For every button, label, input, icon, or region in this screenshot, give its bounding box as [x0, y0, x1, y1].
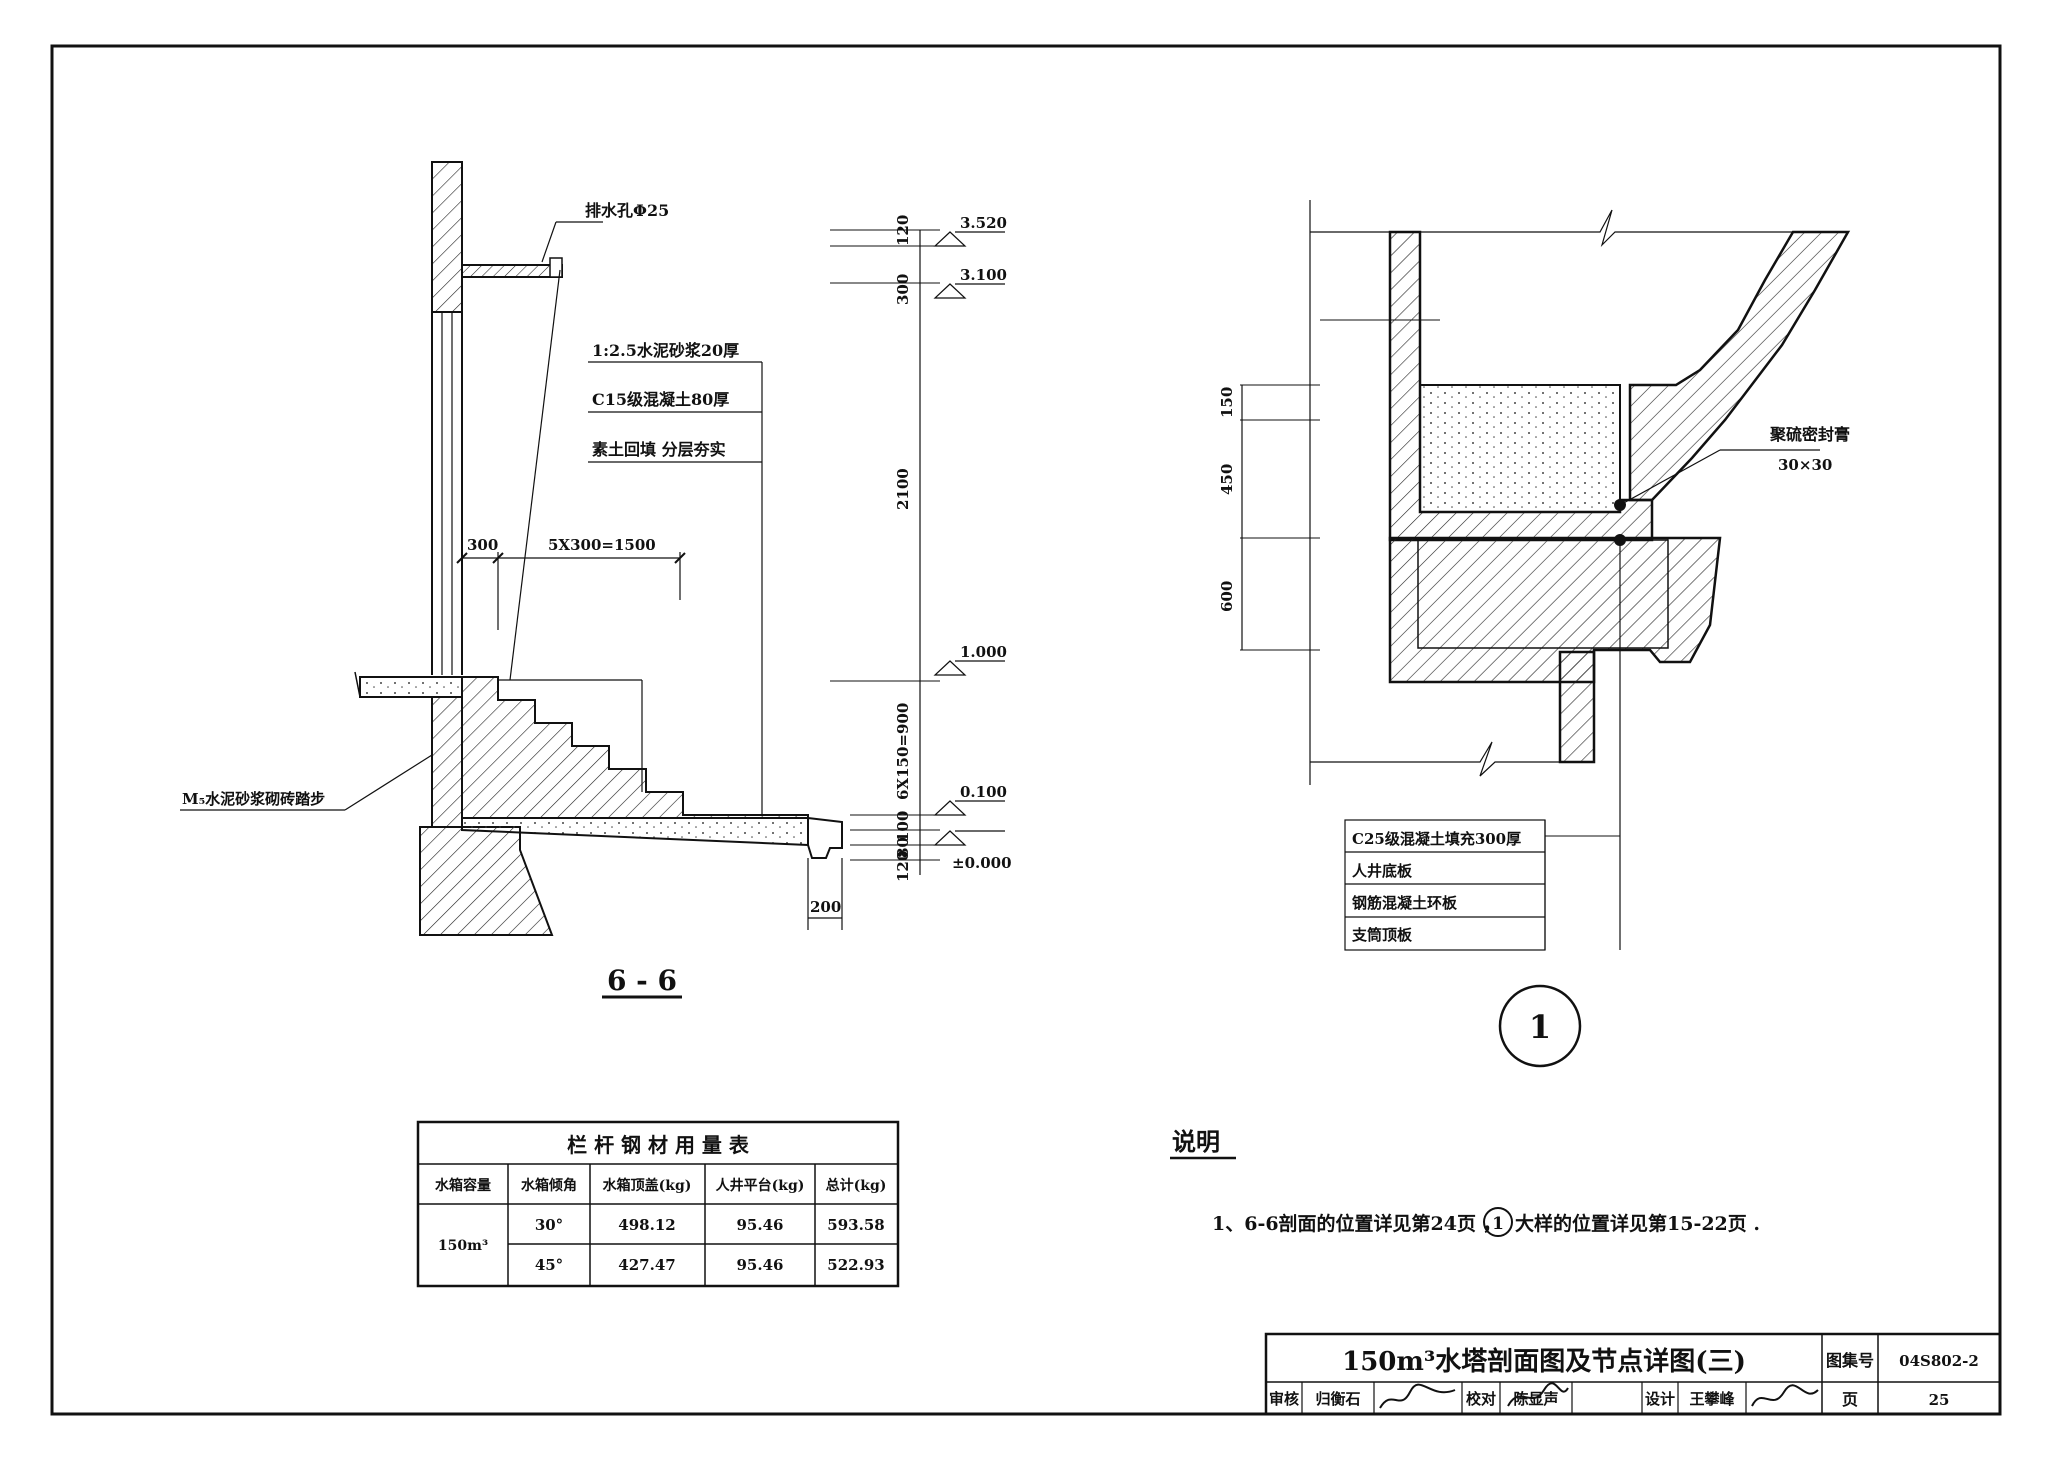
table-row2-total: 522.93 — [827, 1256, 884, 1274]
vdim-2100: 2100 — [894, 468, 912, 510]
table-title: 栏 杆 钢 材 用 量 表 — [567, 1133, 750, 1157]
label-layer-mortar: 1:2.5水泥砂浆20厚 — [592, 341, 739, 360]
design-name: 王攀峰 — [1689, 1390, 1735, 1408]
label-sealant-size: 30×30 — [1778, 456, 1832, 474]
sheet-border — [50, 44, 2002, 1416]
table-header-roof: 水箱顶盖(kg) — [603, 1177, 692, 1194]
notes-line-marker: 1 — [1492, 1214, 1504, 1234]
page-number: 25 — [1929, 1391, 1950, 1409]
table-row1-total: 593.58 — [827, 1216, 884, 1234]
d1-layer-manhole-slab: 人井底板 — [1352, 862, 1413, 880]
label-drain-hole: 排水孔Φ25 — [585, 201, 669, 220]
check-name: 陈显声 — [1513, 1390, 1558, 1408]
atlas-label: 图集号 — [1826, 1351, 1874, 1370]
d1-layer-tube-top: 支筒顶板 — [1351, 926, 1413, 944]
sheet-title: 150m³水塔剖面图及节点详图(三) — [1342, 1346, 1746, 1377]
d1-vdim-150: 150 — [1218, 387, 1236, 418]
table-capacity-cell: 150m³ — [438, 1238, 488, 1254]
dim-steps: 5X300=1500 — [548, 536, 656, 554]
section-title: 6 - 6 — [607, 964, 677, 997]
atlas-number: 04S802-2 — [1899, 1352, 1979, 1370]
table-row1-platform: 95.46 — [737, 1216, 784, 1234]
vdim-80: 80 — [894, 837, 912, 858]
elev-0000: ±0.000 — [952, 854, 1012, 872]
page-label: 页 — [1842, 1390, 1858, 1409]
notes-line-suffix: 大样的位置详见第15-22页 . — [1515, 1212, 1760, 1235]
label-sealant: 聚硫密封膏 — [1769, 425, 1850, 444]
table-header-platform: 人井平台(kg) — [716, 1177, 805, 1194]
design-label: 设计 — [1645, 1390, 1675, 1408]
d1-layer-ring-slab: 钢筋混凝土环板 — [1352, 894, 1458, 912]
vdim-300: 300 — [894, 274, 912, 305]
notes-line-prefix: 1、6-6剖面的位置详见第24页 ， — [1212, 1212, 1502, 1235]
elev-3100: 3.100 — [960, 266, 1007, 284]
detail-1 — [1240, 200, 1851, 1068]
elev-1000: 1.000 — [960, 643, 1007, 661]
label-layer-concrete: C15级混凝土80厚 — [592, 390, 729, 409]
table-row2-roof: 427.47 — [618, 1256, 675, 1274]
dim-200: 200 — [810, 898, 841, 916]
table-row1-roof: 498.12 — [618, 1216, 675, 1234]
vdim-120-top: 120 — [894, 215, 912, 246]
table-row2-platform: 95.46 — [737, 1256, 784, 1274]
d1-layer-c25: C25级混凝土填充300厚 — [1352, 830, 1521, 848]
table-header-total: 总计(kg) — [826, 1177, 887, 1194]
dim-300: 300 — [467, 536, 498, 554]
vdim-6x150: 6X150=900 — [894, 703, 912, 800]
check-label: 校对 — [1466, 1390, 1496, 1408]
d1-vdim-600: 600 — [1218, 581, 1236, 612]
elev-3520: 3.520 — [960, 214, 1007, 232]
label-brick-steps: M₅水泥砂浆砌砖踏步 — [182, 790, 325, 808]
title-block-frame — [1264, 1332, 2002, 1416]
review-label: 审核 — [1269, 1390, 1299, 1408]
label-layer-backfill: 素土回填 分层夯实 — [592, 440, 726, 459]
table-header-angle: 水箱倾角 — [521, 1177, 577, 1194]
elev-0100: 0.100 — [960, 783, 1007, 801]
d1-vdim-450: 450 — [1218, 464, 1236, 495]
notes-marker-circle — [1483, 1207, 1513, 1237]
table-row2-angle: 45° — [535, 1256, 563, 1274]
vdim-100: 100 — [894, 811, 912, 842]
vdim-120-bottom: 120 — [894, 851, 912, 882]
steel-table-frame — [416, 1120, 900, 1288]
table-row1-angle: 30° — [535, 1216, 563, 1234]
notes-heading: 说明 — [1172, 1127, 1220, 1156]
detail-marker-1: 1 — [1529, 1008, 1551, 1046]
review-name: 归衡石 — [1315, 1390, 1360, 1408]
table-header-capacity: 水箱容量 — [435, 1177, 491, 1194]
section-6-6 — [180, 161, 1005, 999]
